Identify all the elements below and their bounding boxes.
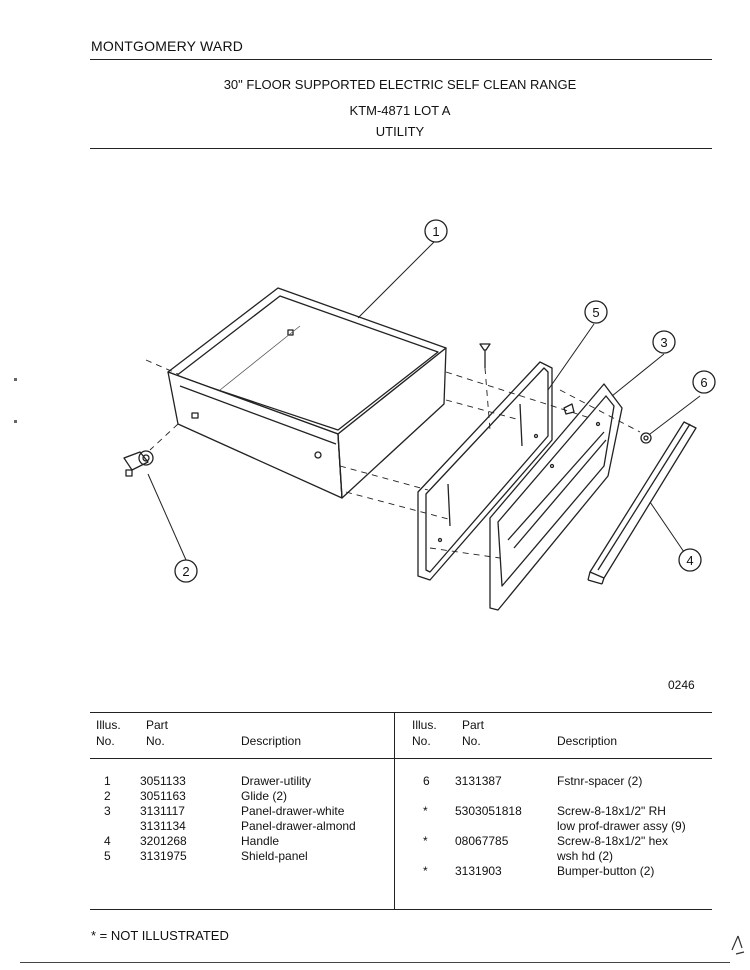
table-rule-header — [90, 758, 712, 759]
callout-3: 3 — [660, 335, 667, 350]
left-row-4-part: 3131134 — [140, 819, 186, 833]
header-illus-left-2: No. — [96, 734, 115, 748]
alignment-lines — [145, 359, 641, 559]
table-rule-top — [90, 712, 712, 713]
screw-hardware-drawing — [479, 343, 652, 444]
header-rule-top — [90, 59, 712, 60]
right-row-1-part: 3131387 — [455, 774, 502, 788]
left-row-2-desc: Glide (2) — [241, 789, 288, 803]
header-description-left: Description — [241, 734, 302, 748]
right-row-2-desc-cont: low prof-drawer assy (9) — [557, 819, 686, 833]
table-rule-bottom — [90, 909, 712, 910]
left-row-3-illus: 3 — [104, 804, 111, 818]
right-row-3-illus: * — [423, 834, 428, 848]
left-row-1-illus: 1 — [104, 774, 111, 788]
left-row-5-desc: Handle — [241, 834, 280, 848]
left-row-6-desc: Shield-panel — [241, 849, 308, 863]
left-row-2-part: 3051163 — [140, 789, 186, 803]
brand-name: MONTGOMERY WARD — [91, 38, 244, 54]
left-row-6-part: 3131975 — [140, 849, 187, 863]
left-row-4-desc: Panel-drawer-almond — [241, 819, 356, 833]
header-part-left-2: No. — [146, 734, 165, 748]
right-row-2-part: 5303051818 — [455, 804, 522, 818]
footer-rule — [20, 962, 730, 963]
exploded-parts-diagram: 1 2 3 4 5 6 — [123, 219, 716, 611]
right-row-4-part: 3131903 — [455, 864, 502, 878]
left-row-5-illus: 4 — [104, 834, 111, 848]
header-illus-left-1: Illus. — [96, 718, 121, 732]
right-row-3-desc-cont: wsh hd (2) — [557, 849, 614, 863]
glide-drawing — [123, 450, 154, 477]
right-row-2-desc: Screw-8-18x1/2" RH — [557, 804, 666, 818]
right-row-4-desc: Bumper-button (2) — [557, 864, 655, 878]
header-description-right: Description — [557, 734, 618, 748]
scan-mark-1 — [14, 378, 17, 381]
document-title: 30" FLOOR SUPPORTED ELECTRIC SELF CLEAN … — [223, 77, 577, 92]
diagram-reference-code: 0246 — [668, 678, 695, 692]
right-row-2-illus: * — [423, 804, 428, 818]
right-row-1-desc: Fstnr-spacer (2) — [557, 774, 643, 788]
header-illus-right-2: No. — [412, 734, 431, 748]
header-rule-bottom — [90, 148, 712, 149]
callout-4: 4 — [686, 553, 693, 568]
table-column-divider — [394, 712, 395, 910]
header-part-right-1: Part — [462, 718, 485, 732]
left-row-3-part: 3131117 — [140, 804, 185, 818]
left-row-6-illus: 5 — [104, 849, 111, 863]
scan-mark-2 — [14, 420, 17, 423]
page-corner-mark — [731, 935, 745, 955]
left-row-3-desc: Panel-drawer-white — [241, 804, 345, 818]
left-row-1-part: 3051133 — [140, 774, 186, 788]
handle-drawing — [587, 421, 697, 585]
model-number: KTM-4871 LOT A — [349, 103, 451, 118]
right-row-1-illus: 6 — [423, 774, 430, 788]
header-part-left-1: Part — [146, 718, 169, 732]
callout-6: 6 — [700, 375, 707, 390]
header-part-right-2: No. — [462, 734, 481, 748]
left-row-1-desc: Drawer-utility — [241, 774, 312, 788]
shield-panel-drawing — [417, 361, 553, 581]
drawer-utility-drawing — [167, 287, 447, 499]
callout-5: 5 — [592, 305, 599, 320]
right-row-3-part: 08067785 — [455, 834, 509, 848]
right-row-3-desc: Screw-8-18x1/2" hex — [557, 834, 668, 848]
section-title: UTILITY — [375, 124, 425, 139]
right-row-4-illus: * — [423, 864, 428, 878]
left-row-5-part: 3201268 — [140, 834, 187, 848]
left-row-2-illus: 2 — [104, 789, 111, 803]
callout-2: 2 — [182, 564, 189, 579]
callout-1: 1 — [432, 224, 439, 239]
header-illus-right-1: Illus. — [412, 718, 437, 732]
not-illustrated-footnote: * = NOT ILLUSTRATED — [91, 928, 229, 943]
